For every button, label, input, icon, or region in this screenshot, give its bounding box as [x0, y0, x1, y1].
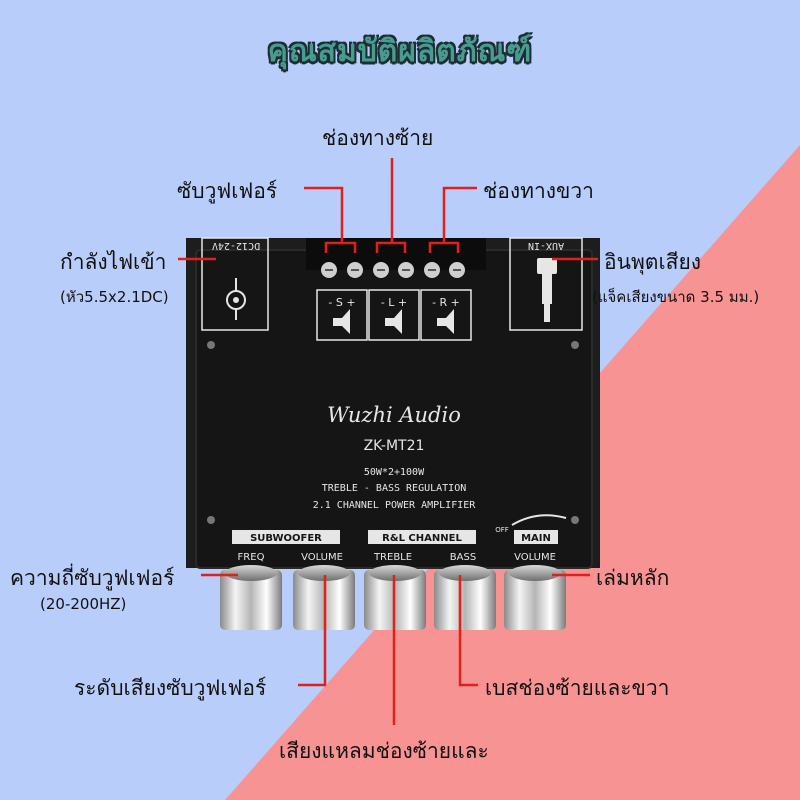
- label-bass-lr: เบสช่องซ้ายและขวา: [485, 676, 670, 700]
- knob-main-volume-label: VOLUME: [514, 552, 556, 563]
- label-right-channel: ช่องทางขวา: [483, 179, 594, 203]
- knob-freq-label: FREQ: [238, 552, 265, 563]
- speaker-s-label: - S +: [328, 296, 355, 309]
- main-header: MAIN: [521, 533, 551, 544]
- dc-power-port: [201, 237, 269, 331]
- board-model: ZK-MT21: [364, 438, 425, 454]
- label-treble-lr: เสียงแหลมช่องซ้ายและ: [279, 739, 489, 763]
- label-subwoofer: ซับวูฟเฟอร์: [177, 179, 278, 203]
- label-sub-level: ระดับเสียงซับวูฟเฟอร์: [74, 676, 267, 700]
- off-label: OFF: [495, 526, 509, 534]
- label-audio-input: อินพุตเสียง: [604, 250, 702, 274]
- speaker-l-label: - L +: [381, 296, 407, 309]
- page-title: คุณสมบัติผลิตภัณฑ์: [267, 34, 533, 69]
- label-sub-freq: ความถี่ซับวูฟเฟอร์: [10, 566, 175, 590]
- board-spec-3: 2.1 CHANNEL POWER AMPLIFIER: [313, 500, 477, 511]
- label-power-input: กำลังไฟเข้า: [60, 250, 167, 274]
- knob-bass-label: BASS: [450, 552, 476, 563]
- board-spec-1: 50W*2+100W: [364, 467, 425, 478]
- callout-lines: [178, 158, 598, 725]
- aux-in-port: [509, 237, 583, 331]
- knob-treble-label: TREBLE: [373, 552, 412, 563]
- label-left-channel: ช่องทางซ้าย: [322, 126, 434, 150]
- board-brand: Wuzhi Audio: [327, 403, 461, 427]
- speaker-r-label: - R +: [432, 296, 460, 309]
- label-audio-input-sub: (แจ็คเสียงขนาด 3.5 มม.): [592, 288, 760, 306]
- aux-label: AUX-IN: [528, 240, 564, 251]
- knob-volume-label: VOLUME: [301, 552, 343, 563]
- board-spec-2: TREBLE - BASS REGULATION: [322, 483, 467, 494]
- label-sub-freq-sub: (20-200HZ): [40, 595, 127, 613]
- subwoofer-header: SUBWOOFER: [250, 533, 322, 544]
- rl-header: R&L CHANNEL: [382, 533, 462, 544]
- dc-label: DC12-24V: [212, 240, 260, 251]
- label-main-volume: เล่มหลัก: [596, 566, 670, 590]
- label-power-input-sub: (หัว5.5x2.1DC): [60, 288, 169, 306]
